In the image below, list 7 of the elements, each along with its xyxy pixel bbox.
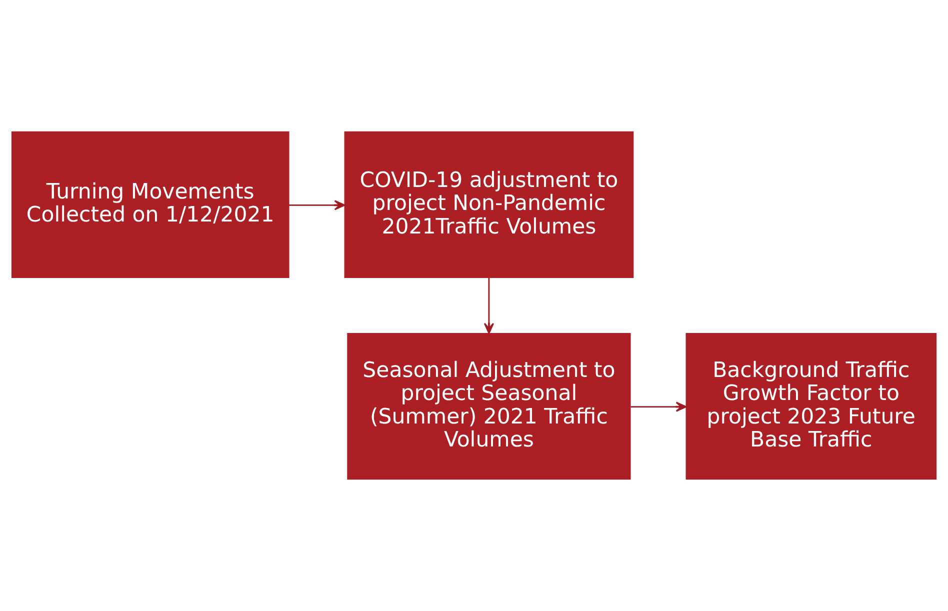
node-box: Turning Movements Collected on 1/12/2021: [11, 131, 290, 278]
arrow: [630, 402, 687, 412]
node-box: Background Traffic Growth Factor to project 2023 Future Base Traffic: [686, 333, 937, 480]
node-box: Seasonal Adjustment to project Seasonal (Summer) 2021 Traffic Volumes: [347, 333, 631, 480]
arrow: [484, 278, 494, 334]
node-box: COVID-19 adjustment to project Non-Pandemic 2021Traffic Volumes: [344, 131, 634, 278]
arrow: [288, 200, 346, 210]
